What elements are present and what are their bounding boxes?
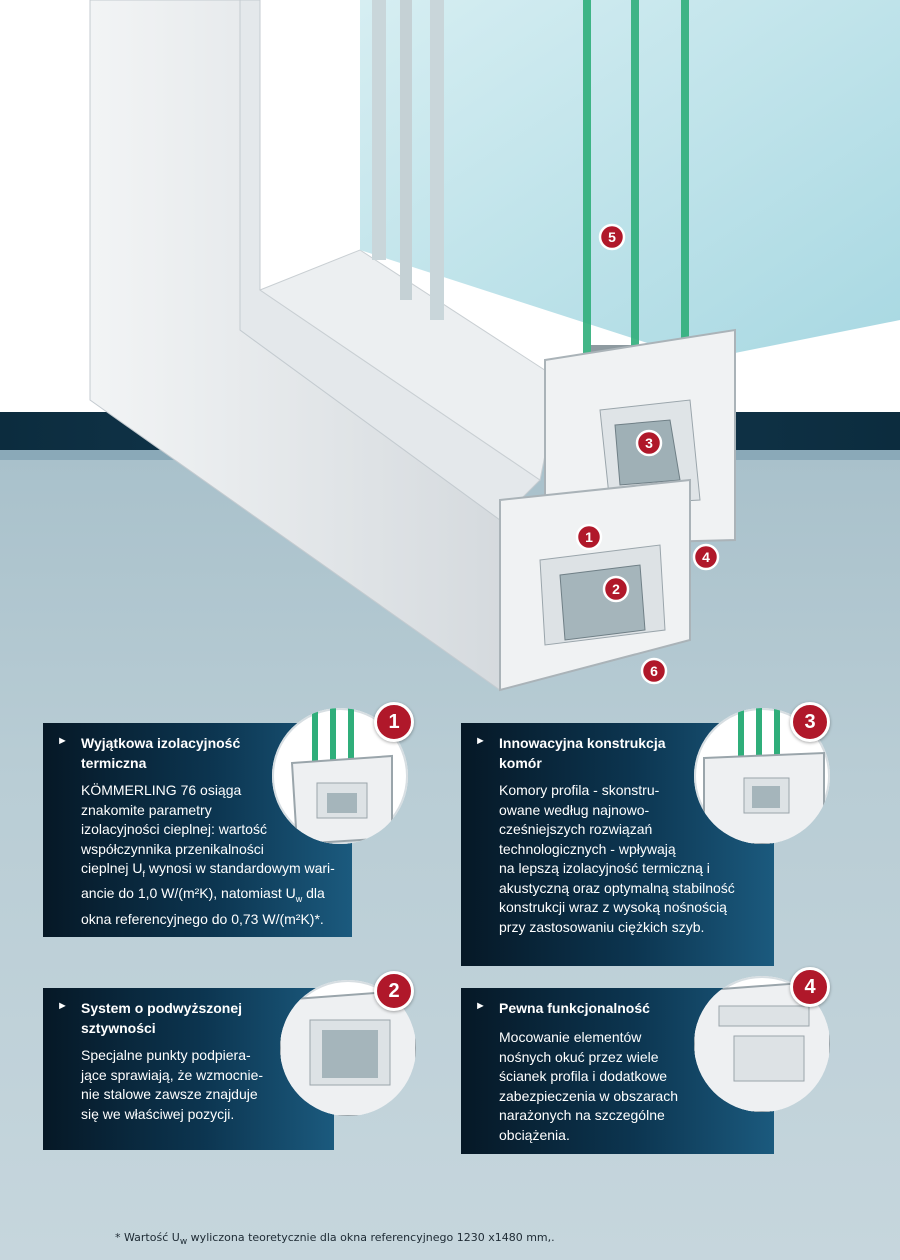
marker-6: 6 bbox=[640, 657, 668, 685]
bullet-arrow-icon: ► bbox=[475, 735, 486, 747]
svg-text:6: 6 bbox=[650, 663, 658, 679]
svg-text:2: 2 bbox=[612, 581, 620, 597]
marker-3: 3 bbox=[635, 429, 663, 457]
svg-text:1: 1 bbox=[585, 529, 593, 545]
marker-5: 5 bbox=[598, 223, 626, 251]
panel-body: Komory profila - skonstru- owane według … bbox=[499, 782, 735, 935]
panel-title: Innowacyjna konstrukcja komór bbox=[499, 735, 666, 771]
panel-title: System o podwyższonej sztywności bbox=[81, 1000, 243, 1036]
bullet-arrow-icon: ► bbox=[475, 1000, 486, 1012]
panel-body: KÖMMERLING 76 osiąga znakomite parametry… bbox=[81, 782, 335, 927]
marker-4: 4 bbox=[692, 543, 720, 571]
badge-1: 1 bbox=[374, 702, 414, 742]
badge-4: 4 bbox=[790, 967, 830, 1007]
badge-3: 3 bbox=[790, 702, 830, 742]
bullet-arrow-icon: ► bbox=[57, 735, 68, 747]
badge-2: 2 bbox=[374, 971, 414, 1011]
marker-1: 1 bbox=[575, 523, 603, 551]
window-profile-illustration: 5 3 1 4 2 6 bbox=[89, 0, 900, 692]
marker-2: 2 bbox=[602, 575, 630, 603]
profile-thumbnail-2 bbox=[280, 980, 416, 1116]
panel-title: Pewna funkcjonalność bbox=[499, 1000, 650, 1016]
panel-title: Wyjątkowa izolacyjność termiczna bbox=[81, 735, 241, 771]
svg-text:4: 4 bbox=[702, 549, 710, 565]
bullet-arrow-icon: ► bbox=[57, 1000, 68, 1012]
svg-text:3: 3 bbox=[645, 435, 653, 451]
footnote: * Wartość Uw wyliczona teoretycznie dla … bbox=[115, 1231, 555, 1248]
panel-body: Mocowanie elementów nośnych okuć przez w… bbox=[499, 1029, 678, 1143]
panel-body: Specjalne punkty podpiera- jące sprawiaj… bbox=[81, 1047, 264, 1122]
profile-thumbnail-4 bbox=[694, 976, 830, 1112]
svg-text:5: 5 bbox=[608, 229, 616, 245]
